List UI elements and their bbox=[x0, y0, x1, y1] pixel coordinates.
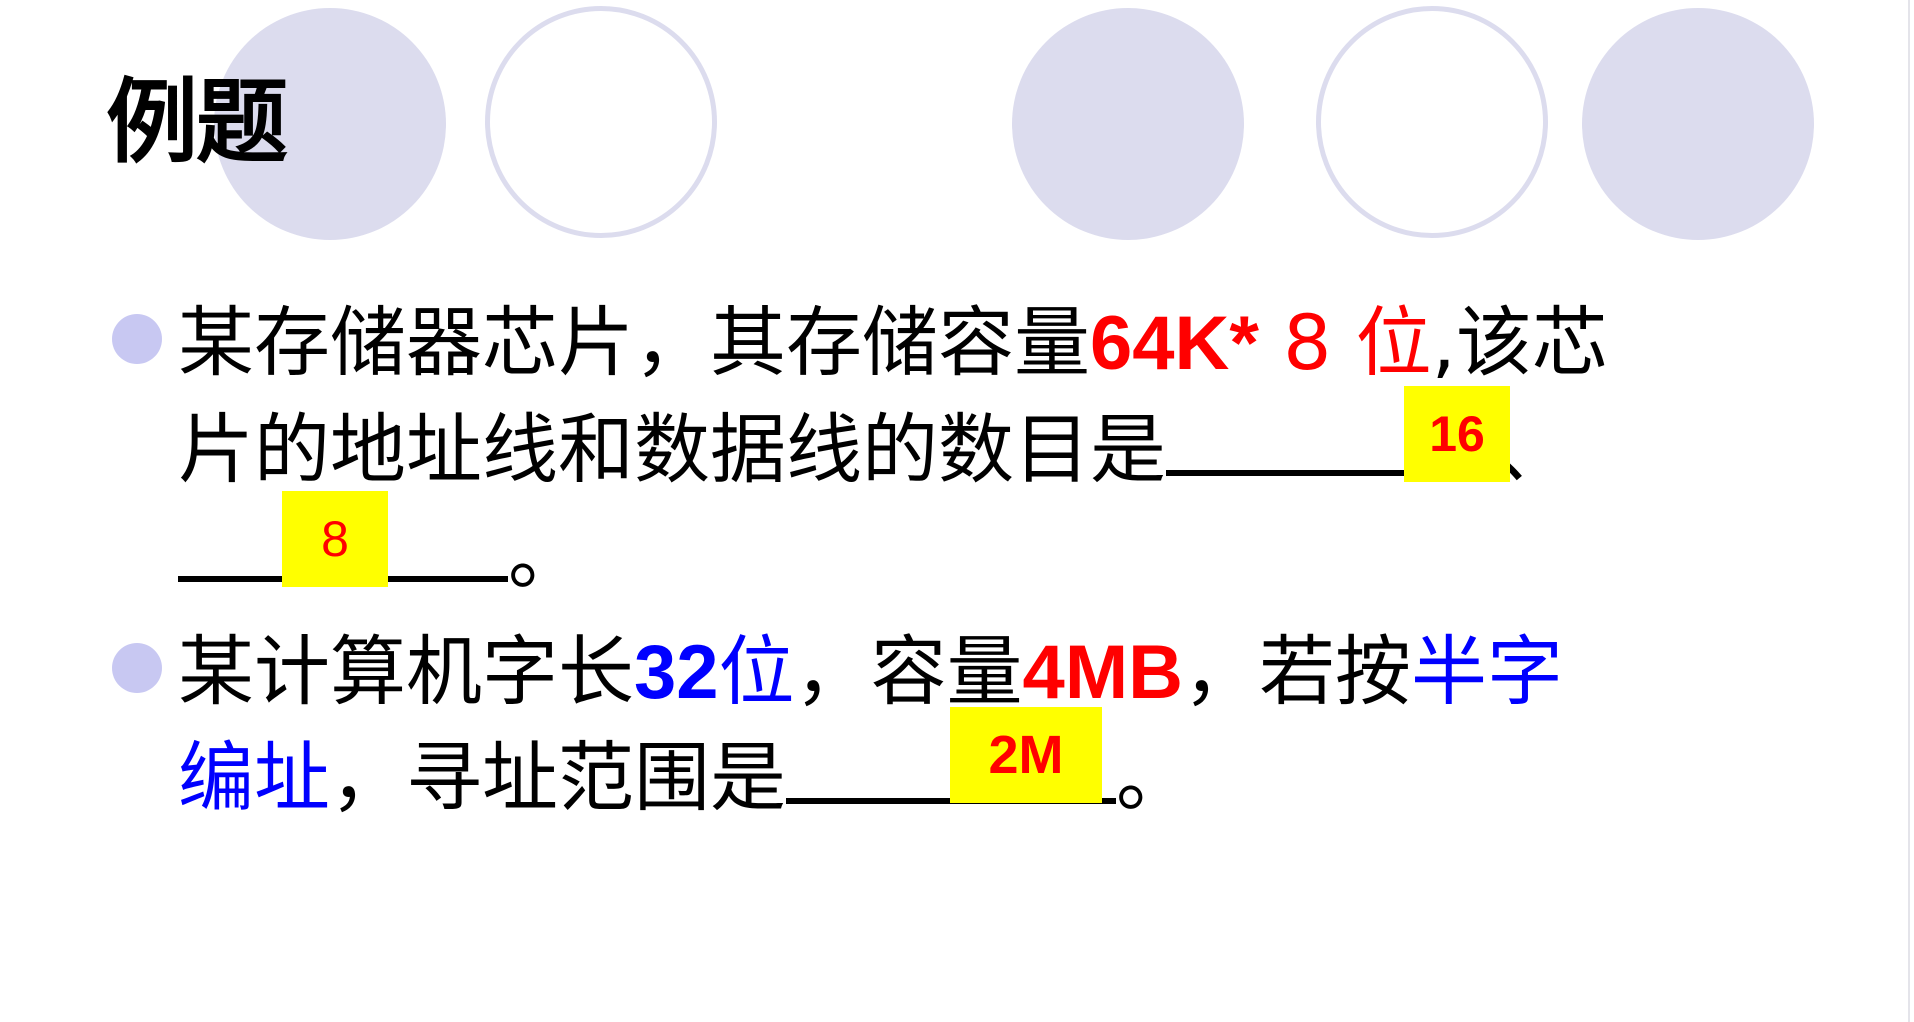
q2-answer-range: 2M bbox=[950, 707, 1102, 803]
q1-bits: 8 位 bbox=[1259, 298, 1432, 387]
q2-period: 。 bbox=[1116, 733, 1192, 822]
q2-text-3: ，若按 bbox=[1183, 627, 1412, 716]
q1-line-1: 某存储器芯片，其存储容量64K* 8 位,该芯 bbox=[178, 293, 1608, 394]
q1-answer-data-lines: 8 bbox=[282, 491, 388, 587]
q2-word-length: 32 bbox=[634, 630, 719, 715]
slide-edge-line bbox=[1908, 0, 1910, 1022]
q2-word-unit: 位 bbox=[718, 627, 795, 716]
q1-capacity: 64K* bbox=[1090, 301, 1259, 386]
decorative-ring-2 bbox=[1316, 6, 1548, 238]
q2-line-2: 编址，寻址范围是 。 bbox=[178, 728, 1192, 828]
decorative-circle-1 bbox=[214, 8, 446, 240]
decorative-circle-3 bbox=[1582, 8, 1814, 240]
decorative-ring-1 bbox=[485, 6, 717, 238]
q1-text-2: ,该芯 bbox=[1431, 298, 1608, 387]
slide-title: 例题 bbox=[106, 68, 288, 176]
q1-answer-address-lines: 16 bbox=[1404, 386, 1510, 482]
q1-blank-1 bbox=[1166, 450, 1496, 476]
bullet-dot-1 bbox=[112, 314, 162, 364]
q2-mode-2: 编址 bbox=[178, 733, 330, 822]
q2-line-1: 某计算机字长32位，容量4MB，若按半字 bbox=[178, 622, 1563, 723]
decorative-circle-2 bbox=[1012, 8, 1244, 240]
q1-text-3: 片的地址线和数据线的数目是 bbox=[178, 405, 1166, 494]
q2-text-2: ，容量 bbox=[794, 627, 1023, 716]
q2-capacity: 4MB bbox=[1022, 630, 1184, 715]
q2-text-1: 某计算机字长 bbox=[178, 627, 634, 716]
bullet-dot-2 bbox=[112, 643, 162, 693]
q1-text-1: 某存储器芯片，其存储容量 bbox=[178, 298, 1090, 387]
q2-text-4: ，寻址范围是 bbox=[330, 733, 786, 822]
q1-period: 。 bbox=[508, 511, 584, 600]
q1-line-2: 片的地址线和数据线的数目是、 bbox=[178, 400, 1572, 500]
q2-mode-1: 半字 bbox=[1411, 627, 1564, 716]
